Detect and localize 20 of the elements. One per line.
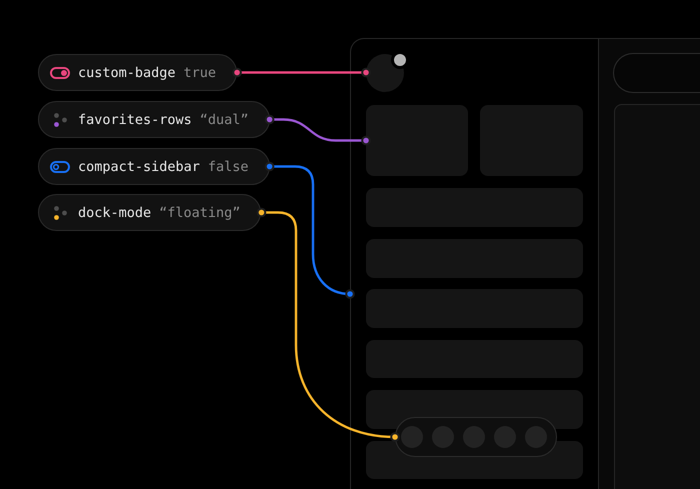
leader-line [264, 162, 355, 299]
leader-line [232, 68, 371, 78]
setting-value: “floating” [159, 204, 240, 220]
setting-value: false [208, 158, 249, 174]
setting-value: “dual” [200, 112, 249, 128]
setting-name: favorites-rows [78, 112, 192, 128]
leader-line [256, 208, 400, 442]
setting-name: custom-badge [78, 64, 176, 80]
setting-chip [38, 101, 270, 138]
dock-bar [395, 417, 557, 457]
sidebar-panel [350, 38, 598, 489]
setting-chip [38, 148, 270, 185]
setting-chip [38, 194, 262, 231]
leader-line [264, 114, 371, 146]
setting-name: compact-sidebar [78, 158, 200, 174]
setting-value: true [184, 64, 216, 80]
favorite-tile [366, 105, 468, 176]
setting-name: dock-mode [78, 204, 152, 220]
setting-chip [38, 54, 238, 91]
content-card [614, 104, 700, 489]
